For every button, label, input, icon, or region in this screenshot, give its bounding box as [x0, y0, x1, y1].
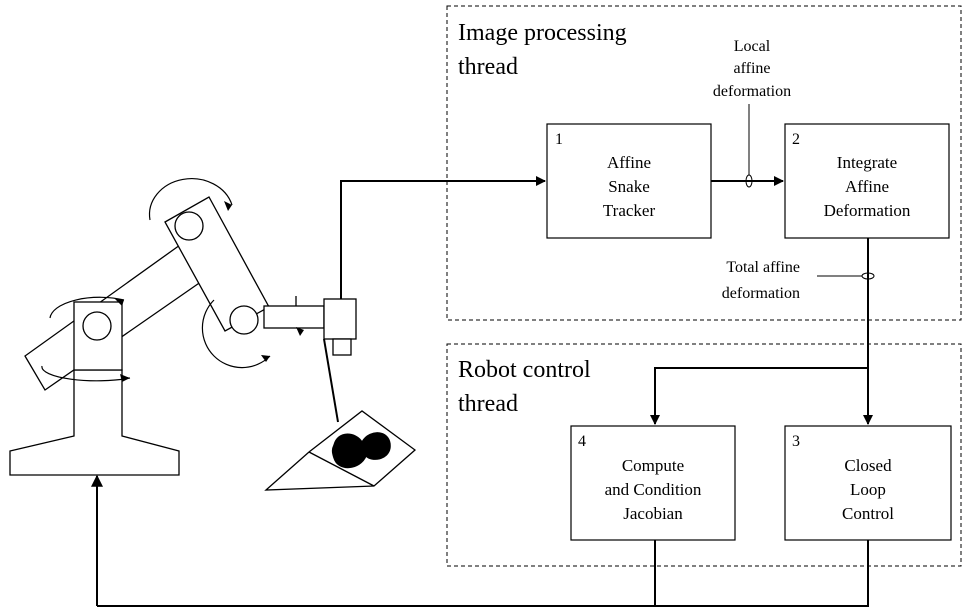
block-label-line: Snake: [608, 177, 650, 196]
annotation-line: Local: [734, 38, 771, 55]
camera-view-line: [323, 338, 339, 423]
rotation-arrow-wrist: [201, 299, 271, 369]
image-thread-title-line1: Image processing: [458, 20, 627, 46]
elbow-joint: [174, 211, 204, 241]
camera-to-tracker-arrow: [340, 176, 546, 299]
block-number: 1: [555, 131, 563, 148]
annotation-line: deformation: [722, 285, 800, 302]
wrist-joint: [229, 305, 259, 335]
block-label-line: Integrate: [837, 153, 897, 172]
block-integrate-affine-deformation: 2 Integrate Affine Deformation: [784, 123, 950, 239]
block-label-line: Closed: [844, 456, 892, 475]
camera-body: [323, 298, 357, 340]
block-number: 2: [792, 131, 800, 148]
block-label-line: Compute: [622, 456, 684, 475]
rotation-arrow-base: [41, 365, 131, 382]
local-affine-deformation-annotation: Local affine deformation: [713, 38, 791, 188]
flow-connectors: [91, 176, 873, 607]
robot-thread-title-line1: Robot control: [458, 357, 591, 383]
block-label-line: Affine: [845, 177, 889, 196]
block-compute-condition-jacobian: 4 Compute and Condition Jacobian: [570, 425, 736, 541]
block-closed-loop-control: 3 Closed Loop Control: [784, 425, 952, 541]
rotation-arrow-elbow: [148, 178, 233, 221]
robot-control-thread-region: [446, 343, 962, 567]
block-label-line: Loop: [850, 480, 886, 499]
block-label-line: Control: [842, 504, 894, 523]
camera-lens: [332, 338, 352, 356]
robot-arm-illustration: [9, 178, 357, 476]
block-number: 3: [792, 433, 800, 450]
robot-thread-title-line2: thread: [458, 391, 518, 417]
block-label-line: Affine: [607, 153, 651, 172]
block-label-line: Deformation: [824, 201, 911, 220]
block-label-line: Tracker: [603, 201, 656, 220]
tracked-object: [264, 410, 417, 491]
robot-base: [9, 369, 180, 476]
target-blob: [331, 432, 391, 469]
robot-wrist-link: [263, 305, 325, 329]
rotation-arrow-shoulder: [49, 296, 125, 319]
annotation-line: affine: [733, 60, 770, 77]
image-processing-thread-region: [446, 5, 962, 321]
annotation-line: Total affine: [726, 259, 800, 276]
shoulder-joint: [82, 311, 112, 341]
to-jacobian-arrow: [650, 367, 868, 425]
annotation-line: deformation: [713, 83, 791, 100]
block-label-line: Jacobian: [623, 504, 683, 523]
image-thread-title-line2: thread: [458, 54, 518, 80]
block-affine-snake-tracker: 1 Affine Snake Tracker: [546, 123, 712, 239]
block-number: 4: [578, 433, 586, 450]
block-label-line: and Condition: [605, 480, 702, 499]
total-affine-deformation-annotation: Total affine deformation: [722, 259, 875, 302]
